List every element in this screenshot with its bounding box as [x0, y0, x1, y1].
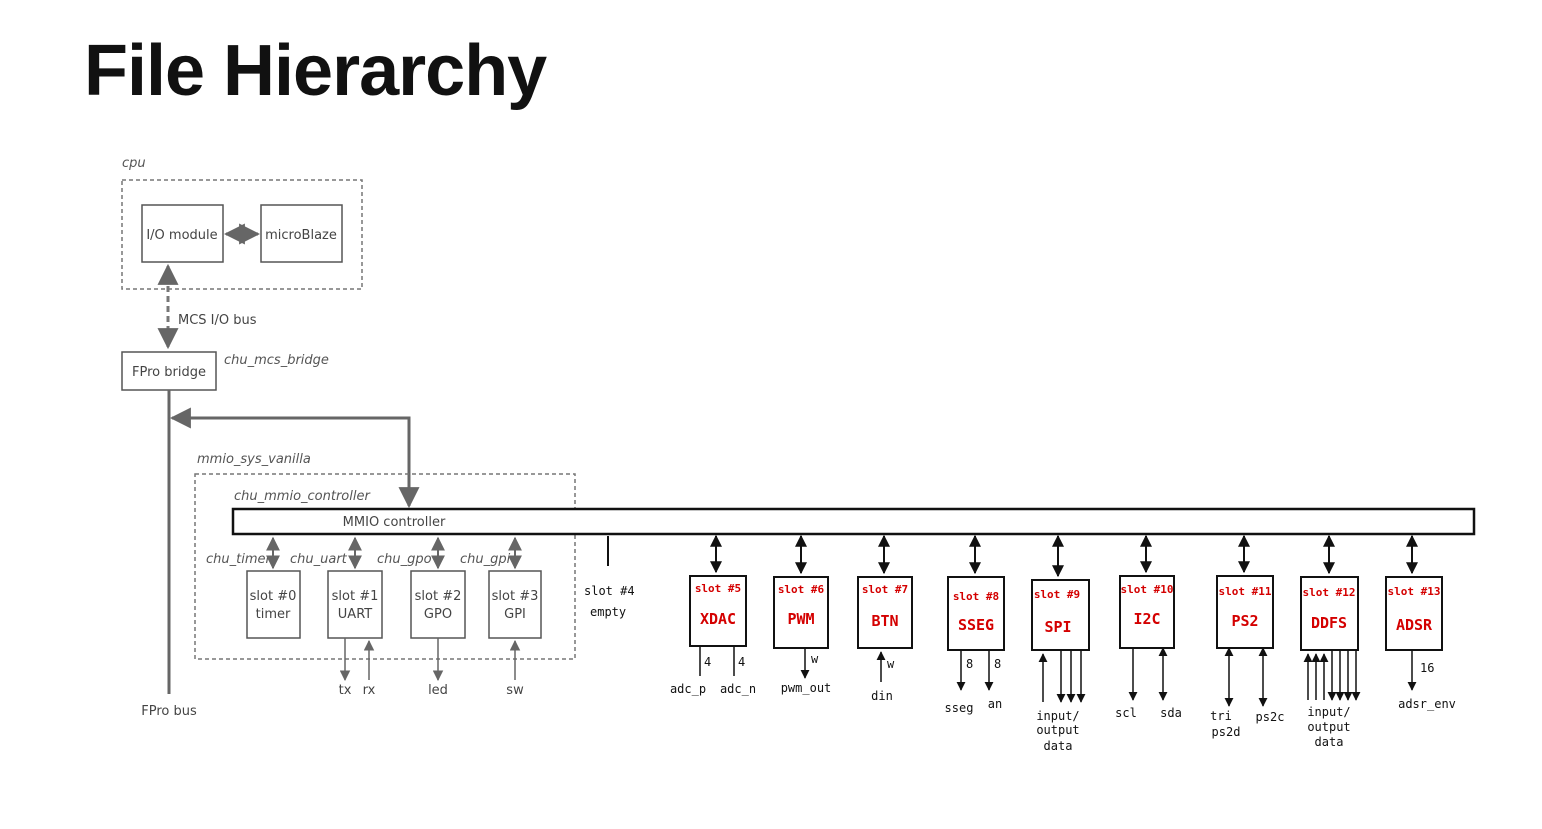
spi-label-2: output — [1036, 723, 1079, 737]
slot-7-box — [857, 576, 913, 649]
ddfs-label-3: data — [1315, 735, 1344, 749]
page-title: File Hierarchy — [84, 31, 547, 111]
sseg-label: sseg — [945, 701, 974, 715]
mmio-controller-label: MMIO controller — [343, 515, 446, 530]
slot-12-box — [1300, 576, 1359, 651]
pwm-out-width: w — [811, 652, 819, 666]
slot-2-box — [410, 570, 466, 639]
slot-1-line2: UART — [338, 607, 372, 622]
adc-p-width: 4 — [704, 655, 711, 669]
an-width: 8 — [994, 657, 1001, 671]
slot-8-name: SSEG — [958, 616, 994, 634]
slot-3-box — [488, 570, 542, 639]
slot-6-box — [773, 576, 829, 649]
slot-11-number: slot #11 — [1219, 585, 1272, 598]
slot-9-number: slot #9 — [1034, 588, 1080, 601]
slot-0-module: chu_timer — [206, 552, 272, 567]
io-module-label: I/O module — [146, 228, 217, 243]
microblaze-box — [260, 204, 343, 263]
slot-3-line2: GPI — [504, 607, 526, 622]
ps2c-label: ps2c — [1256, 710, 1285, 724]
tri-label: tri — [1210, 709, 1232, 723]
slot-9-name: SPI — [1044, 618, 1071, 636]
mmio-sys-boundary — [194, 473, 576, 660]
slot-3-line1: slot #3 — [492, 589, 539, 604]
slot-8-box — [947, 576, 1005, 651]
ddfs-label-2: output — [1307, 720, 1350, 734]
sda-label: sda — [1160, 706, 1182, 720]
slot-12-name: DDFS — [1311, 614, 1347, 632]
slot-10-name: I2C — [1133, 610, 1160, 628]
slot-0-line1: slot #0 — [250, 589, 297, 604]
slot-0-line2: timer — [256, 607, 291, 622]
adc-n-width: 4 — [738, 655, 745, 669]
slot-10-box — [1119, 575, 1175, 649]
slot-8-number: slot #8 — [953, 590, 999, 603]
slot-5-box — [689, 575, 747, 647]
slot-1-box — [327, 570, 383, 639]
pwm-out-label: pwm_out — [781, 681, 832, 695]
slot-1-line1: slot #1 — [332, 589, 379, 604]
slot-6-number: slot #6 — [778, 583, 825, 596]
slot-5-number: slot #5 — [695, 582, 741, 595]
slot-7-name: BTN — [871, 612, 898, 630]
slot-13-number: slot #13 — [1388, 585, 1441, 598]
slot-2-line2: GPO — [424, 607, 452, 622]
slot-1-module: chu_uart — [290, 552, 348, 567]
adc-n-label: adc_n — [720, 682, 756, 696]
adsr-env-width: 16 — [1420, 661, 1434, 675]
tx-label: tx — [339, 683, 352, 698]
sseg-width: 8 — [966, 657, 973, 671]
slot-11-box — [1216, 575, 1274, 649]
microblaze-label: microBlaze — [265, 228, 337, 243]
slot-5-name: XDAC — [700, 610, 736, 628]
slot-7-number: slot #7 — [862, 583, 908, 596]
io-module-box — [141, 204, 224, 263]
mmio-controller-module: chu_mmio_controller — [234, 489, 371, 504]
spi-label-3: data — [1044, 739, 1073, 753]
mmio-sys-label: mmio_sys_vanilla — [197, 452, 311, 467]
slot-13-name: ADSR — [1396, 616, 1433, 634]
spi-label-1: input/ — [1036, 709, 1079, 723]
adsr-env-label: adsr_env — [1398, 697, 1456, 711]
din-label: din — [871, 689, 893, 703]
scl-label: scl — [1115, 706, 1137, 720]
mmio-controller-bar — [231, 507, 1476, 536]
slot-0-box — [246, 570, 301, 639]
fpro-bridge-box — [121, 351, 217, 391]
sw-label: sw — [506, 683, 524, 698]
ddfs-label-1: input/ — [1307, 705, 1350, 719]
slot-3-module: chu_gpi — [460, 552, 511, 567]
fpro-to-mmio-link — [169, 407, 420, 509]
rx-label: rx — [363, 683, 376, 698]
cpu-label: cpu — [122, 156, 146, 171]
cpu-boundary — [121, 179, 363, 290]
adc-p-label: adc_p — [670, 682, 706, 696]
slot-10-number: slot #10 — [1121, 583, 1174, 596]
mcs-bus-label: MCS I/O bus — [178, 313, 257, 328]
slot-6-name: PWM — [787, 610, 814, 628]
slot-4-line2: empty — [590, 605, 626, 619]
din-width: w — [887, 657, 895, 671]
bridge-module-label: chu_mcs_bridge — [224, 353, 329, 368]
fpro-bridge-label: FPro bridge — [132, 365, 206, 380]
led-label: led — [428, 683, 448, 698]
slot-11-name: PS2 — [1231, 612, 1258, 630]
fpro-bus-label: FPro bus — [141, 704, 197, 719]
slot-13-box — [1385, 576, 1443, 651]
an-label: an — [988, 697, 1002, 711]
slot-2-line1: slot #2 — [415, 589, 462, 604]
slot-4-line1: slot #4 — [584, 584, 635, 598]
ps2d-label: ps2d — [1212, 725, 1241, 739]
slot-2-module: chu_gpo — [377, 552, 432, 567]
slot-12-number: slot #12 — [1303, 586, 1356, 599]
